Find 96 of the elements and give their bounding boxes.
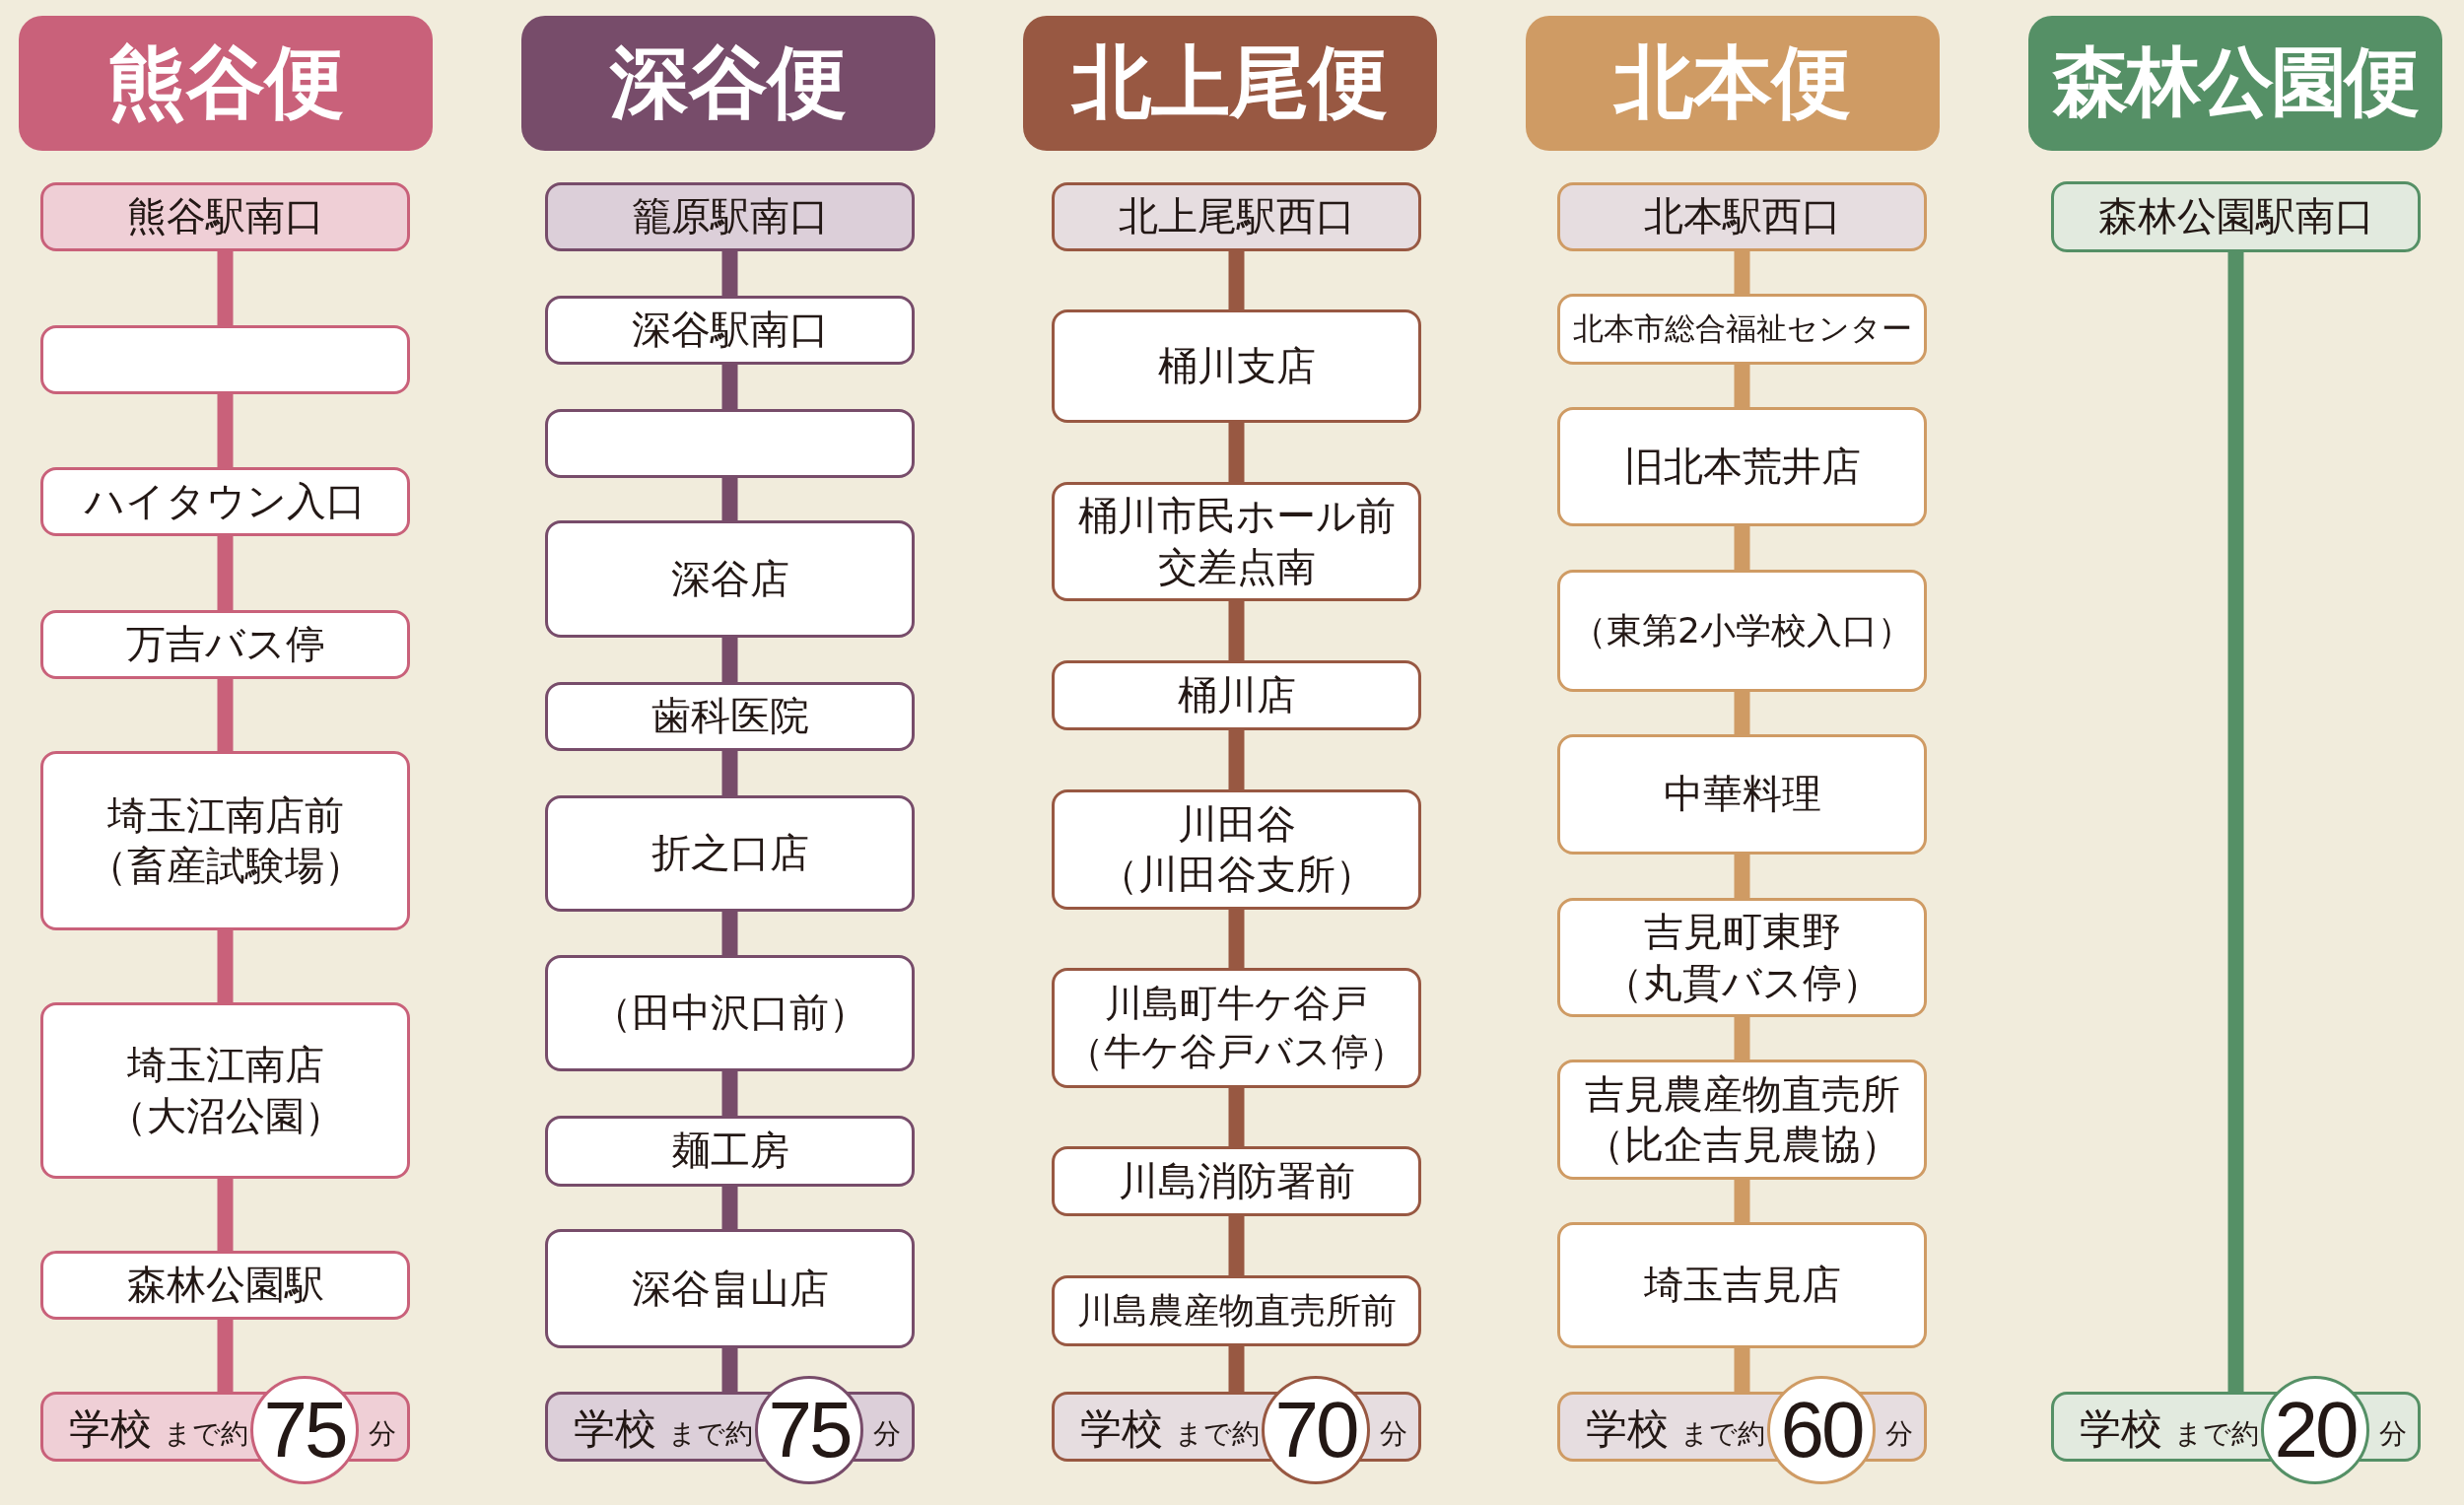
- bus-stop-box: 吉見農産物直売所（比企吉見農協）: [1557, 1060, 1927, 1180]
- route-line: [1734, 692, 1750, 734]
- route-line: [1734, 855, 1750, 898]
- bus-stop-box: 森林公園駅南口: [2051, 181, 2421, 252]
- travel-time-box: [2051, 1376, 2421, 1484]
- route-line: [217, 1320, 234, 1392]
- bus-stop-box: 北本市総合福祉センター: [1557, 294, 1927, 365]
- approx-label: まで約: [2174, 1420, 2259, 1448]
- minutes-unit: 分: [873, 1420, 901, 1448]
- approx-label: まで約: [668, 1420, 753, 1448]
- route-line: [1228, 1346, 1245, 1392]
- route-line: [217, 536, 234, 610]
- bus-stop-box: 歯科医院: [545, 682, 915, 751]
- route-header: 熊谷便: [19, 16, 433, 151]
- bus-stop-box: 深谷駅南口: [545, 296, 915, 365]
- route-line: [1734, 365, 1750, 407]
- minutes-unit: 分: [2379, 1420, 2407, 1448]
- bus-stop-box: 深谷畠山店: [545, 1229, 915, 1348]
- bus-stop-box: 中華料理: [1557, 734, 1927, 855]
- bus-stop-box: 川田谷（川田谷支所）: [1052, 789, 1421, 910]
- bus-stop-box: （東第2小学校入口）: [1557, 570, 1927, 692]
- bus-stop-box: 北本駅西口: [1557, 182, 1927, 251]
- bus-stop-box: 籠原駅南口: [545, 182, 915, 251]
- minutes-circle: 60: [1767, 1376, 1876, 1484]
- bus-stop-box: 川島消防署前: [1052, 1146, 1421, 1216]
- travel-time-box: [545, 1376, 915, 1484]
- minutes-circle: 20: [2261, 1376, 2369, 1484]
- bus-stop-box: 万吉バス停: [40, 610, 410, 679]
- school-label: 学校: [2080, 1408, 2162, 1450]
- route-line: [1228, 423, 1245, 482]
- route-line: [1228, 601, 1245, 660]
- bus-stop-box: 折之口店: [545, 795, 915, 912]
- bus-stop-box: 桶川店: [1052, 660, 1421, 730]
- route-line: [1734, 526, 1750, 570]
- route-header: 北本便: [1526, 16, 1940, 151]
- bus-stop-box: ハイタウン入口: [40, 467, 410, 536]
- bus-stop-box: [40, 325, 410, 394]
- minutes-unit: 分: [369, 1420, 396, 1448]
- route-line: [721, 1071, 738, 1116]
- approx-label: まで約: [164, 1420, 248, 1448]
- route-header: 森林公園便: [2028, 16, 2442, 151]
- bus-stop-box: 吉見町東野（丸貫バス停）: [1557, 898, 1927, 1017]
- minutes-circle: 75: [755, 1376, 863, 1484]
- route-line: [1734, 251, 1750, 294]
- approx-label: まで約: [1175, 1420, 1260, 1448]
- route-line: [217, 930, 234, 1002]
- bus-stop-box: 熊谷駅南口: [40, 182, 410, 251]
- bus-stop-box: 川島農産物直売所前: [1052, 1275, 1421, 1346]
- route-line: [721, 478, 738, 520]
- route-line: [721, 251, 738, 296]
- bus-stop-box: 桶川支店: [1052, 309, 1421, 423]
- travel-time-box: [40, 1376, 410, 1484]
- minutes-circle: 70: [1262, 1376, 1370, 1484]
- minutes-unit: 分: [1885, 1420, 1913, 1448]
- route-line: [1228, 1216, 1245, 1275]
- school-label: 学校: [574, 1408, 656, 1450]
- route-line: [1228, 1088, 1245, 1146]
- route-line: [217, 394, 234, 467]
- route-line: [1734, 1348, 1750, 1392]
- minutes-unit: 分: [1380, 1420, 1407, 1448]
- route-line: [721, 365, 738, 409]
- bus-stop-box: （田中沢口前）: [545, 955, 915, 1071]
- bus-stop-box: 北上尾駅西口: [1052, 182, 1421, 251]
- bus-stop-box: 旧北本荒井店: [1557, 407, 1927, 526]
- route-line: [1734, 1180, 1750, 1222]
- route-line: [217, 251, 234, 325]
- approx-label: まで約: [1680, 1420, 1765, 1448]
- bus-stop-box: 埼玉江南店（大沼公園）: [40, 1002, 410, 1179]
- minutes-circle: 75: [250, 1376, 359, 1484]
- route-line: [721, 1187, 738, 1229]
- bus-stop-box: [545, 409, 915, 478]
- bus-stop-box: 麺工房: [545, 1116, 915, 1187]
- route-line: [721, 912, 738, 955]
- bus-stop-box: 埼玉江南店前（畜産試験場）: [40, 751, 410, 930]
- route-line: [217, 679, 234, 751]
- bus-stop-box: 川島町牛ケ谷戸（牛ケ谷戸バス停）: [1052, 968, 1421, 1088]
- bus-stop-box: 桶川市民ホール前交差点南: [1052, 482, 1421, 601]
- travel-time-box: [1557, 1376, 1927, 1484]
- route-line: [2227, 252, 2244, 1392]
- bus-stop-box: 深谷店: [545, 520, 915, 638]
- school-label: 学校: [1586, 1408, 1669, 1450]
- school-label: 学校: [1080, 1408, 1163, 1450]
- route-header: 深谷便: [521, 16, 935, 151]
- route-line: [1228, 730, 1245, 789]
- route-line: [1228, 251, 1245, 309]
- route-line: [1734, 1017, 1750, 1060]
- route-line: [217, 1179, 234, 1251]
- bus-stop-box: 森林公園駅: [40, 1251, 410, 1320]
- route-line: [1228, 910, 1245, 968]
- travel-time-box: [1052, 1376, 1421, 1484]
- route-line: [721, 751, 738, 795]
- route-header: 北上尾便: [1023, 16, 1437, 151]
- route-line: [721, 1348, 738, 1392]
- bus-stop-box: 埼玉吉見店: [1557, 1222, 1927, 1348]
- school-label: 学校: [69, 1408, 152, 1450]
- route-line: [721, 638, 738, 682]
